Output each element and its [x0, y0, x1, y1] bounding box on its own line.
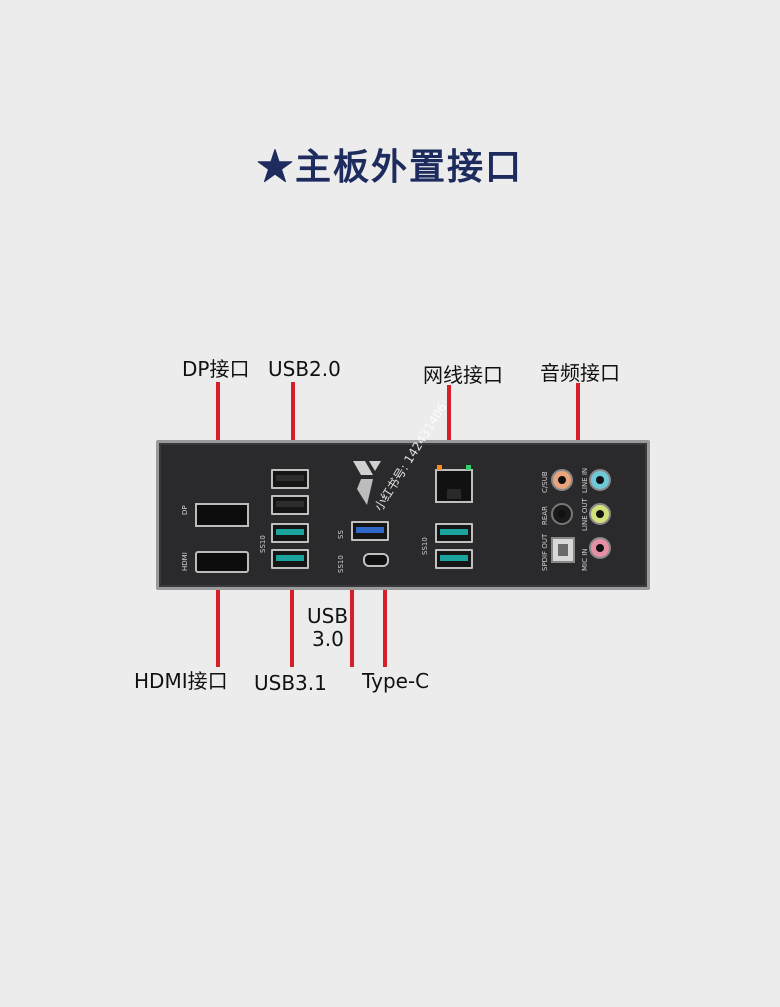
- hdmi-port-label: HDMI: [181, 552, 189, 571]
- ss10-marking-3: SS10: [421, 537, 429, 555]
- io-shield-panel: DP HDMI SS10 SS SS10 SS10 C/SUB REAR SPD…: [156, 440, 650, 590]
- audio-jack-black: [551, 503, 573, 525]
- label-usb30-line2: 3.0: [312, 627, 344, 651]
- label-usb30-line1: USB: [307, 604, 349, 628]
- dp-port-label: DP: [181, 505, 189, 515]
- audio-jack-orange: [551, 469, 573, 491]
- audio-label-line-in: LINE IN: [581, 467, 589, 493]
- label-audio: 音频接口: [540, 361, 620, 385]
- label-dp: DP接口: [182, 357, 250, 381]
- leader-lan: [447, 385, 451, 457]
- usb20-port-2: [271, 495, 309, 515]
- label-lan: 网线接口: [423, 363, 503, 387]
- label-hdmi: HDMI接口: [134, 669, 228, 693]
- type-c-port: [363, 553, 389, 567]
- brand-logo-icon: [353, 461, 381, 505]
- ss10-marking: SS10: [259, 535, 267, 553]
- audio-label-spdif: SPDIF OUT: [541, 533, 549, 571]
- leader-audio: [576, 383, 580, 469]
- audio-jack-cyan: [589, 469, 611, 491]
- audio-label-line-out: LINE OUT: [581, 498, 589, 531]
- dp-port: [195, 503, 249, 527]
- label-usb31: USB3.1: [254, 671, 327, 695]
- audio-jack-green: [589, 503, 611, 525]
- leader-usb20: [291, 382, 295, 470]
- usb30-port: [351, 521, 389, 541]
- hdmi-port: [195, 551, 249, 573]
- usb31-port-1: [271, 523, 309, 543]
- ss-marking-1: SS: [337, 530, 345, 539]
- leader-usb31: [290, 568, 294, 667]
- usb20-port-1: [271, 469, 309, 489]
- label-usb20: USB2.0: [268, 357, 341, 381]
- usb31-port-4: [435, 549, 473, 569]
- audio-jack-pink: [589, 537, 611, 559]
- spdif-port: [551, 537, 575, 563]
- audio-label-mic-in: MIC IN: [581, 548, 589, 571]
- page-title: ★主板外置接口: [256, 146, 523, 188]
- audio-label-csub: C/SUB: [541, 471, 549, 493]
- usb31-port-3: [435, 523, 473, 543]
- label-typec: Type-C: [362, 669, 430, 693]
- leader-typec: [383, 568, 387, 667]
- ss10-marking-2: SS10: [337, 555, 345, 573]
- audio-label-rear: REAR: [541, 506, 549, 525]
- leader-hdmi: [216, 568, 220, 667]
- lan-port: [435, 465, 473, 503]
- usb31-port-2: [271, 549, 309, 569]
- leader-usb30: [350, 533, 354, 667]
